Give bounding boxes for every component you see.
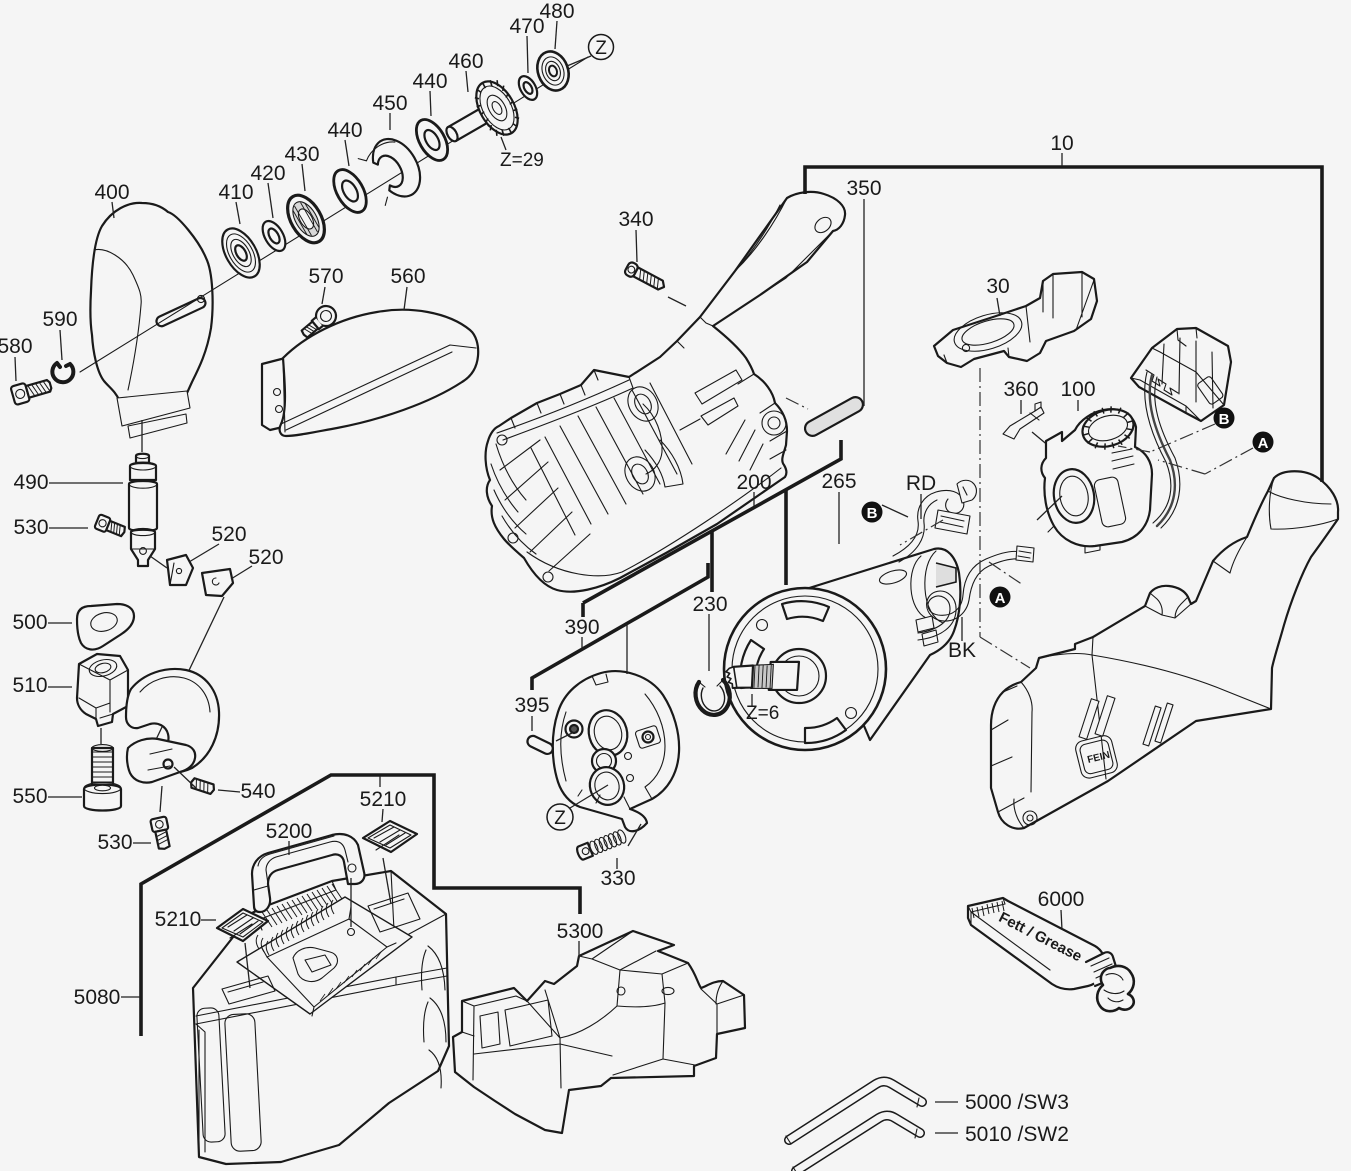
svg-text:5000 /SW3: 5000 /SW3 bbox=[965, 1091, 1069, 1114]
svg-text:530: 530 bbox=[13, 516, 48, 539]
svg-text:100: 100 bbox=[1060, 378, 1095, 401]
svg-text:590: 590 bbox=[42, 308, 77, 331]
svg-text:5200: 5200 bbox=[266, 820, 313, 843]
svg-text:5300: 5300 bbox=[557, 920, 604, 943]
svg-text:490: 490 bbox=[13, 471, 48, 494]
svg-text:Z=6: Z=6 bbox=[746, 703, 779, 724]
svg-text:5080: 5080 bbox=[74, 986, 121, 1009]
svg-text:430: 430 bbox=[284, 143, 319, 166]
svg-text:340: 340 bbox=[618, 208, 653, 231]
svg-text:440: 440 bbox=[412, 70, 447, 93]
svg-text:5210: 5210 bbox=[360, 788, 407, 811]
svg-text:5210: 5210 bbox=[155, 908, 202, 931]
svg-text:570: 570 bbox=[308, 265, 343, 288]
svg-text:400: 400 bbox=[94, 181, 129, 204]
svg-text:RD: RD bbox=[906, 472, 936, 495]
svg-text:395: 395 bbox=[514, 694, 549, 717]
svg-text:Z: Z bbox=[554, 808, 566, 829]
svg-text:265: 265 bbox=[821, 470, 856, 493]
svg-text:580: 580 bbox=[0, 335, 33, 358]
svg-text:450: 450 bbox=[372, 92, 407, 115]
svg-text:FEIN: FEIN bbox=[1086, 750, 1111, 766]
svg-text:10: 10 bbox=[1050, 132, 1073, 155]
svg-text:Z: Z bbox=[595, 38, 607, 59]
svg-text:410: 410 bbox=[218, 181, 253, 204]
svg-text:200: 200 bbox=[736, 471, 771, 494]
svg-text:360: 360 bbox=[1003, 378, 1038, 401]
svg-text:BK: BK bbox=[948, 639, 976, 662]
svg-text:Z=29: Z=29 bbox=[500, 150, 544, 171]
svg-text:6000: 6000 bbox=[1038, 888, 1085, 911]
svg-text:470: 470 bbox=[509, 15, 544, 38]
svg-text:520: 520 bbox=[211, 523, 246, 546]
svg-text:330: 330 bbox=[600, 867, 635, 890]
svg-text:230: 230 bbox=[692, 593, 727, 616]
svg-text:560: 560 bbox=[390, 265, 425, 288]
svg-text:390: 390 bbox=[564, 616, 599, 639]
svg-text:420: 420 bbox=[250, 162, 285, 185]
svg-text:500: 500 bbox=[12, 611, 47, 634]
svg-text:550: 550 bbox=[12, 785, 47, 808]
svg-text:460: 460 bbox=[448, 50, 483, 73]
svg-text:A: A bbox=[1258, 435, 1269, 452]
svg-text:30: 30 bbox=[986, 275, 1009, 298]
svg-text:B: B bbox=[1219, 411, 1230, 428]
svg-text:510: 510 bbox=[12, 674, 47, 697]
svg-text:530: 530 bbox=[97, 831, 132, 854]
svg-text:480: 480 bbox=[539, 0, 574, 23]
svg-text:5010 /SW2: 5010 /SW2 bbox=[965, 1123, 1069, 1146]
svg-text:540: 540 bbox=[240, 780, 275, 803]
svg-text:B: B bbox=[867, 505, 878, 522]
svg-text:350: 350 bbox=[846, 177, 881, 200]
svg-text:A: A bbox=[995, 590, 1006, 607]
svg-text:440: 440 bbox=[327, 119, 362, 142]
svg-text:520: 520 bbox=[248, 546, 283, 569]
